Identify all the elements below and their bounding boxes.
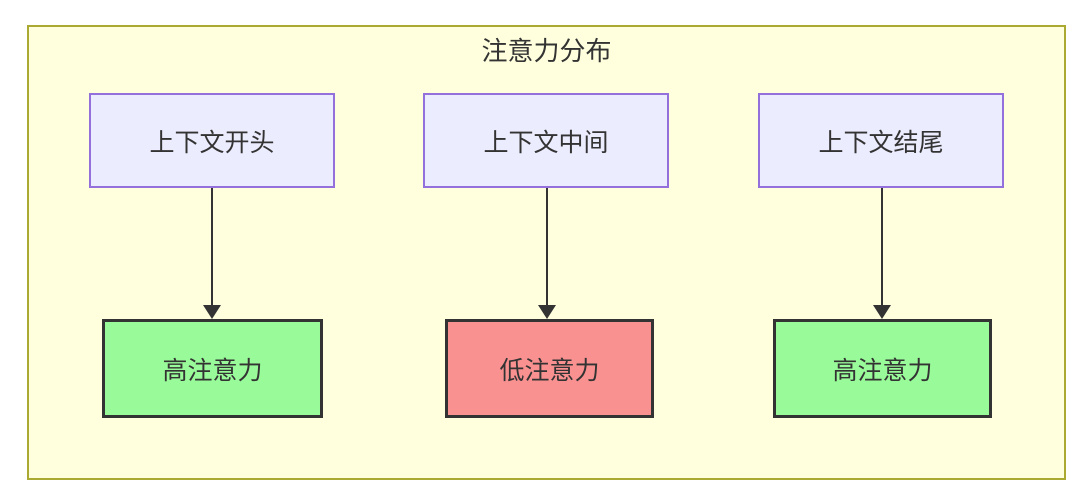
node-attention-high-1-label: 高注意力 — [162, 356, 263, 385]
node-context-middle-label: 上下文中间 — [483, 128, 609, 157]
arrow-shaft — [546, 188, 548, 306]
diagram-title: 注意力分布 — [481, 36, 612, 66]
node-context-middle: 上下文中间 — [423, 93, 669, 188]
node-context-start: 上下文开头 — [89, 93, 335, 188]
arrow-end-to-high — [873, 188, 891, 319]
arrowhead-icon — [538, 305, 556, 319]
arrow-shaft — [881, 188, 883, 306]
arrowhead-icon — [203, 305, 221, 319]
node-attention-high-2: 高注意力 — [773, 319, 992, 418]
node-attention-high-1: 高注意力 — [102, 319, 323, 418]
node-attention-high-2-label: 高注意力 — [832, 356, 933, 385]
arrowhead-icon — [873, 305, 891, 319]
node-context-end: 上下文结尾 — [758, 93, 1004, 188]
arrow-shaft — [211, 188, 213, 306]
arrow-middle-to-low — [538, 188, 556, 319]
arrow-start-to-high — [203, 188, 221, 319]
node-context-end-label: 上下文结尾 — [818, 128, 944, 157]
node-context-start-label: 上下文开头 — [149, 128, 275, 157]
node-attention-low-1: 低注意力 — [445, 319, 654, 418]
node-attention-low-1-label: 低注意力 — [499, 356, 600, 385]
